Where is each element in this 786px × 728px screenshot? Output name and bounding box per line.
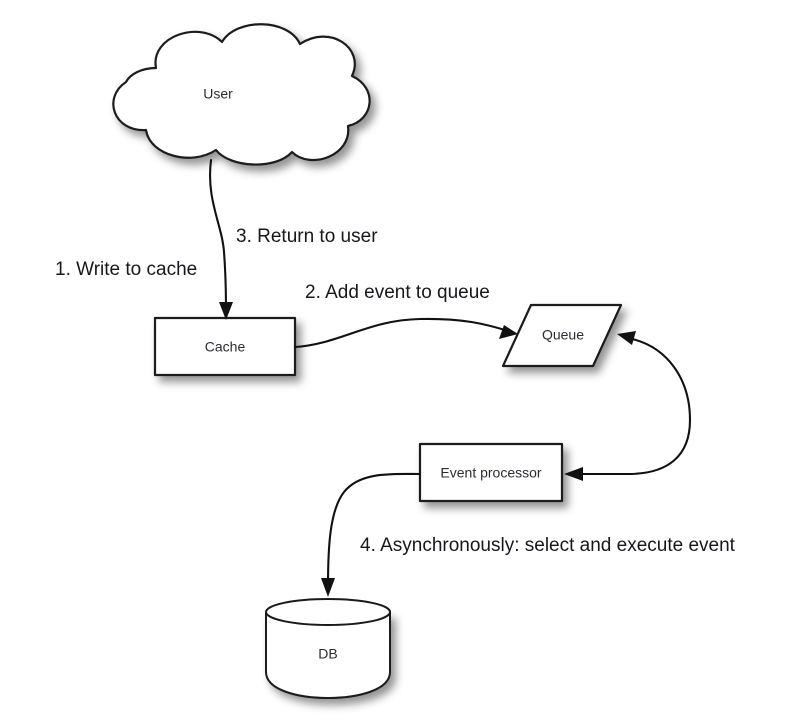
edge-cache-to-queue-arrowhead <box>499 325 518 339</box>
cache-box-shape <box>153 316 297 377</box>
node-cache-label: Cache <box>205 339 246 355</box>
edge-event-processor-to-db-path <box>326 472 422 588</box>
edge-loop-arrowhead-into-queue <box>617 331 636 345</box>
edge-user-to-cache-path <box>209 158 228 314</box>
db-cylinder-lid-shape <box>265 598 391 626</box>
step-label-4: 4. Asynchronously: select and execute ev… <box>360 535 736 556</box>
node-queue-label: Queue <box>542 327 584 343</box>
node-event-processor-label: Event processor <box>440 465 541 481</box>
step-label-2: 2. Add event to queue <box>305 282 490 303</box>
edge-loop-arrowhead-into-event-processor <box>564 467 583 481</box>
edge-cache-to-queue[interactable] <box>293 317 518 349</box>
event-processor-box-shape <box>418 442 564 503</box>
step-label-3: 3. Return to user <box>236 226 378 247</box>
edge-event-processor-queue-loop-path <box>574 336 692 476</box>
cloud-shape <box>112 23 371 166</box>
node-queue[interactable]: Queue <box>501 303 623 368</box>
node-db[interactable]: DB <box>265 598 391 699</box>
edge-event-processor-queue-loop[interactable] <box>564 331 692 481</box>
edge-cache-to-queue-path <box>293 317 510 349</box>
edge-event-processor-to-db-arrowhead <box>321 578 335 597</box>
node-user-label: User <box>203 86 233 102</box>
edge-user-to-cache-arrowhead <box>219 302 233 320</box>
queue-parallelogram-shape <box>501 303 623 368</box>
node-user[interactable]: User <box>112 23 371 166</box>
db-cylinder-body-shape <box>265 612 391 699</box>
node-db-label: DB <box>318 646 337 662</box>
node-event-processor[interactable]: Event processor <box>418 442 564 503</box>
node-cache[interactable]: Cache <box>153 316 297 377</box>
edge-user-to-cache[interactable] <box>209 158 233 320</box>
step-label-1: 1. Write to cache <box>55 259 197 280</box>
edge-event-processor-to-db[interactable] <box>321 472 422 597</box>
